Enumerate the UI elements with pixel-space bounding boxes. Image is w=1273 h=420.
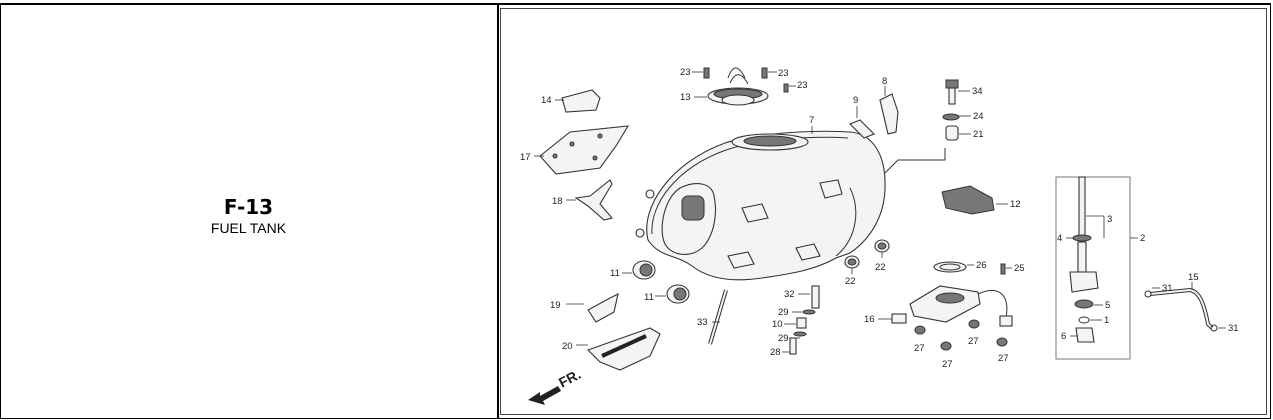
- fuel-tank-7: [635, 130, 946, 281]
- hose-33: [708, 289, 728, 345]
- gasket-26: [933, 261, 967, 273]
- side-cover-20: [586, 327, 661, 371]
- clamp-29-b: [793, 331, 807, 337]
- callout-10: 10: [772, 319, 783, 330]
- callout-23-b: 23: [778, 68, 789, 79]
- callout-4: 4: [1057, 233, 1062, 244]
- fuel-cock-2: [1069, 176, 1099, 343]
- bracket-18: [574, 179, 613, 221]
- front-direction-label: FR.: [556, 366, 583, 391]
- cover-14: [561, 89, 601, 113]
- callout-31-a: 31: [1162, 283, 1173, 294]
- callout-7: 7: [809, 115, 814, 126]
- callout-29-b: 29: [778, 333, 789, 344]
- callout-27-c: 27: [942, 359, 953, 370]
- clamp-31-b: [1210, 324, 1218, 332]
- fuel-cap-assembly-13: [707, 67, 769, 106]
- bracket-12: [941, 185, 995, 215]
- callout-23-a: 23: [680, 67, 691, 78]
- fuel-cock-group-box: [1055, 176, 1131, 360]
- callout-24: 24: [973, 111, 984, 122]
- callout-12: 12: [1010, 199, 1021, 210]
- callout-33: 33: [697, 317, 708, 328]
- callout-23-c: 23: [797, 80, 808, 91]
- hose-32: [811, 285, 820, 309]
- joint-10: [796, 317, 807, 329]
- callout-20: 20: [562, 341, 573, 352]
- panel-17: [539, 125, 630, 175]
- damper-22-a: [844, 255, 860, 269]
- callout-2: 2: [1140, 233, 1145, 244]
- callout-34: 34: [972, 86, 983, 97]
- callout-22-a: 22: [845, 276, 856, 287]
- table-frame: [0, 3, 1271, 419]
- screw-23-c: [783, 83, 789, 93]
- strip-8: [879, 93, 899, 135]
- callout-9: 9: [853, 95, 858, 106]
- section-code: F-13: [223, 195, 274, 219]
- damper-11-b: [666, 284, 690, 304]
- callout-18: 18: [552, 196, 563, 207]
- callout-27-b: 27: [968, 336, 979, 347]
- fuel-tank-exploded-diagram: 23 23 23 13 14 17 18 11 11 19 20 9 8 7 3…: [520, 67, 1239, 405]
- callout-8: 8: [882, 76, 887, 87]
- callout-11-a: 11: [610, 268, 620, 279]
- callout-26: 26: [976, 260, 987, 271]
- callout-22-b: 22: [875, 262, 886, 273]
- callout-27-d: 27: [998, 353, 1009, 364]
- tube-15: [1149, 287, 1214, 330]
- callout-17: 17: [520, 152, 531, 163]
- callout-27-a: 27: [914, 343, 925, 354]
- callout-15: 15: [1188, 272, 1199, 283]
- callout-28: 28: [770, 347, 781, 358]
- damper-11-a: [632, 260, 656, 280]
- callout-32: 32: [784, 289, 795, 300]
- nut-27-c: [940, 341, 952, 351]
- hose-28: [789, 337, 797, 355]
- nut-27-a: [914, 325, 926, 335]
- callout-31-b: 31: [1228, 323, 1239, 334]
- callout-25: 25: [1014, 263, 1025, 274]
- callout-19: 19: [550, 300, 561, 311]
- callout-14: 14: [541, 95, 552, 106]
- nut-27-b: [968, 319, 980, 329]
- washer-24: [942, 113, 960, 121]
- callout-1: 1: [1104, 315, 1109, 326]
- screw-23-a: [703, 67, 710, 79]
- screw-23-b: [761, 67, 768, 79]
- callout-13: 13: [680, 92, 691, 103]
- callout-11-b: 11: [644, 292, 654, 303]
- nut-27-d: [996, 337, 1008, 347]
- strip-9: [849, 119, 875, 139]
- callout-6: 6: [1061, 331, 1066, 342]
- callout-29-a: 29: [778, 307, 789, 318]
- bolt-34: [945, 79, 959, 105]
- screw-25: [1000, 263, 1006, 275]
- front-direction-arrow: [528, 386, 561, 405]
- clamp-29-a: [802, 309, 816, 315]
- damper-22-b: [874, 239, 890, 253]
- clamp-31-a: [1144, 290, 1152, 298]
- collar-21: [945, 125, 959, 141]
- fuel-pump-16: [891, 285, 1013, 327]
- cell-divider: [497, 3, 499, 419]
- callout-21: 21: [973, 129, 984, 140]
- callout-3: 3: [1107, 214, 1112, 225]
- callout-16: 16: [864, 314, 875, 325]
- callout-5: 5: [1105, 300, 1110, 311]
- bracket-19: [587, 292, 619, 323]
- section-title: FUEL TANK: [210, 220, 287, 236]
